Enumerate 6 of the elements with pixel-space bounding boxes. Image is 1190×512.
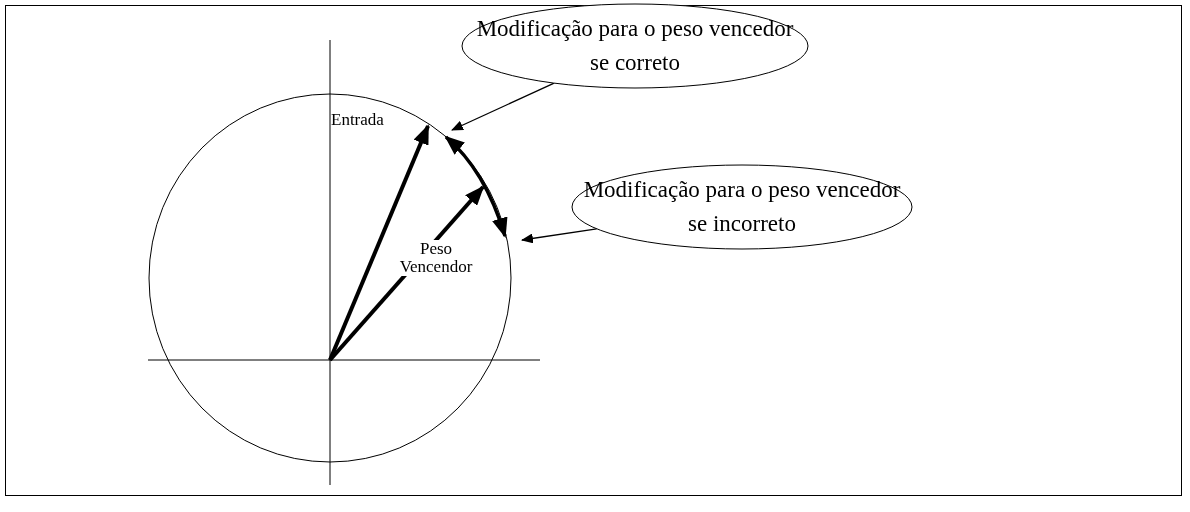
callout-text: Modificação para o peso vencedor se correto xyxy=(475,14,795,77)
callout-text: Modificação para o peso vencedor se incorreto xyxy=(582,175,902,238)
leader-arrow xyxy=(451,82,555,131)
ellipse-callout xyxy=(572,165,912,249)
ellipse-callout xyxy=(462,4,808,88)
leader-arrow xyxy=(521,228,598,244)
